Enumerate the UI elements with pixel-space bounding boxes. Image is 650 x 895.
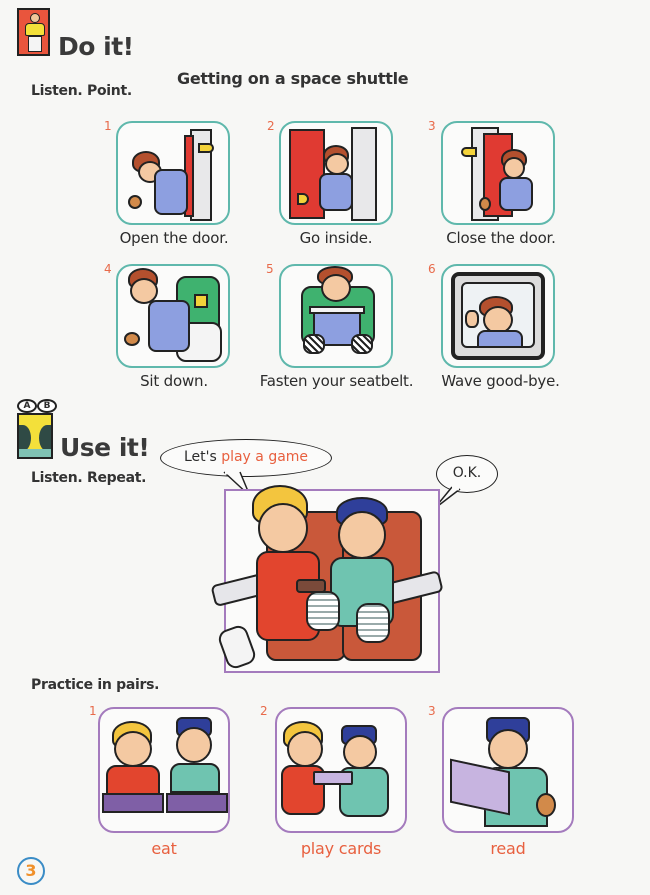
arrow-icon bbox=[297, 193, 309, 205]
left-shoe bbox=[303, 334, 325, 354]
blond-boy-face bbox=[258, 503, 308, 553]
page-number: 3 bbox=[17, 857, 45, 885]
caption: Sit down. bbox=[140, 372, 208, 390]
caption: read bbox=[490, 839, 526, 858]
figure-body bbox=[25, 23, 45, 36]
arrow-icon bbox=[198, 143, 214, 153]
speech-bubble-a: Let's play a game bbox=[160, 439, 332, 477]
dark-boy-face bbox=[338, 511, 386, 559]
speech-a-prefix: Let's bbox=[183, 449, 222, 465]
food-tray bbox=[166, 793, 228, 813]
boy-suit bbox=[154, 169, 188, 215]
picture-eat bbox=[98, 707, 230, 833]
boy-suit bbox=[499, 177, 533, 211]
face-left bbox=[19, 425, 31, 451]
item-number: 6 bbox=[428, 262, 436, 276]
food-tray bbox=[102, 793, 164, 813]
seatbelt bbox=[309, 306, 365, 314]
sneaker bbox=[216, 623, 258, 671]
boy-face bbox=[130, 278, 158, 304]
do-it-icon bbox=[17, 8, 50, 56]
caption: eat bbox=[151, 839, 177, 858]
letter-a-bubble: A bbox=[17, 399, 37, 413]
boy-suit bbox=[319, 173, 353, 211]
caption: play cards bbox=[300, 839, 382, 858]
dark-boy-face bbox=[343, 735, 377, 769]
card-table bbox=[313, 771, 353, 785]
item-number: 2 bbox=[267, 119, 275, 133]
practice-instruction: Practice in pairs. bbox=[31, 677, 160, 693]
dark-boy-suit bbox=[339, 767, 389, 817]
picture-open-door bbox=[116, 121, 230, 225]
do-it-instruction: Listen. Point. bbox=[31, 83, 132, 99]
boy-face bbox=[325, 153, 349, 175]
caption: Go inside. bbox=[299, 229, 373, 247]
scene-two-boys-seats bbox=[210, 485, 444, 673]
figure-head bbox=[30, 13, 40, 23]
speech-a-highlight: play a game bbox=[221, 449, 309, 465]
boy-suit bbox=[477, 330, 523, 348]
boy-face bbox=[488, 729, 528, 769]
mouse bbox=[128, 195, 142, 209]
picture-sit-down bbox=[116, 264, 230, 368]
game-board bbox=[296, 579, 326, 593]
mouse bbox=[124, 332, 140, 346]
waving-hand bbox=[465, 310, 479, 328]
letter-b-bubble: B bbox=[37, 399, 57, 413]
figure-legs bbox=[28, 36, 42, 52]
mouse bbox=[536, 793, 556, 817]
mouse bbox=[479, 197, 491, 211]
door-frame bbox=[351, 127, 377, 221]
right-shoe bbox=[351, 334, 373, 354]
picture-close-door bbox=[441, 121, 555, 225]
caption: Wave good-bye. bbox=[441, 372, 560, 390]
boy-suit bbox=[148, 300, 190, 352]
picture-read bbox=[442, 707, 574, 833]
speech-bubble-b: O.K. bbox=[436, 455, 498, 493]
item-number: 2 bbox=[260, 704, 268, 718]
use-it-instruction: Listen. Repeat. bbox=[31, 470, 147, 486]
caption: Fasten your seatbelt. bbox=[259, 372, 414, 390]
use-it-icon: A B bbox=[17, 399, 57, 461]
blond-boy-suit bbox=[106, 765, 160, 795]
boy-face bbox=[503, 157, 525, 179]
blond-boy-face bbox=[114, 731, 152, 767]
boy-face bbox=[483, 306, 513, 334]
picture-fasten-seatbelt bbox=[279, 264, 393, 368]
picture-wave-goodbye bbox=[441, 264, 555, 368]
shoe bbox=[356, 603, 390, 643]
dark-boy-suit bbox=[170, 763, 220, 793]
shoe bbox=[306, 591, 340, 631]
faces-panel bbox=[17, 413, 53, 459]
blond-boy-face bbox=[287, 731, 323, 767]
arrow-icon bbox=[461, 147, 477, 157]
do-it-subtitle: Getting on a space shuttle bbox=[177, 69, 409, 88]
item-number: 4 bbox=[104, 262, 112, 276]
use-it-title: Use it! bbox=[60, 433, 150, 462]
picture-go-inside bbox=[279, 121, 393, 225]
speech-b-text: O.K. bbox=[452, 465, 482, 481]
picture-play-cards bbox=[275, 707, 407, 833]
face-right bbox=[39, 425, 51, 451]
item-number: 1 bbox=[89, 704, 97, 718]
item-number: 3 bbox=[428, 704, 436, 718]
caption: Open the door. bbox=[119, 229, 229, 247]
item-number: 5 bbox=[266, 262, 274, 276]
arrow-icon bbox=[194, 294, 208, 308]
item-number: 3 bbox=[428, 119, 436, 133]
dark-boy-face bbox=[176, 727, 212, 763]
water-strip bbox=[19, 449, 51, 457]
do-it-title: Do it! bbox=[58, 32, 134, 61]
caption: Close the door. bbox=[446, 229, 556, 247]
item-number: 1 bbox=[104, 119, 112, 133]
boy-face bbox=[321, 274, 351, 302]
